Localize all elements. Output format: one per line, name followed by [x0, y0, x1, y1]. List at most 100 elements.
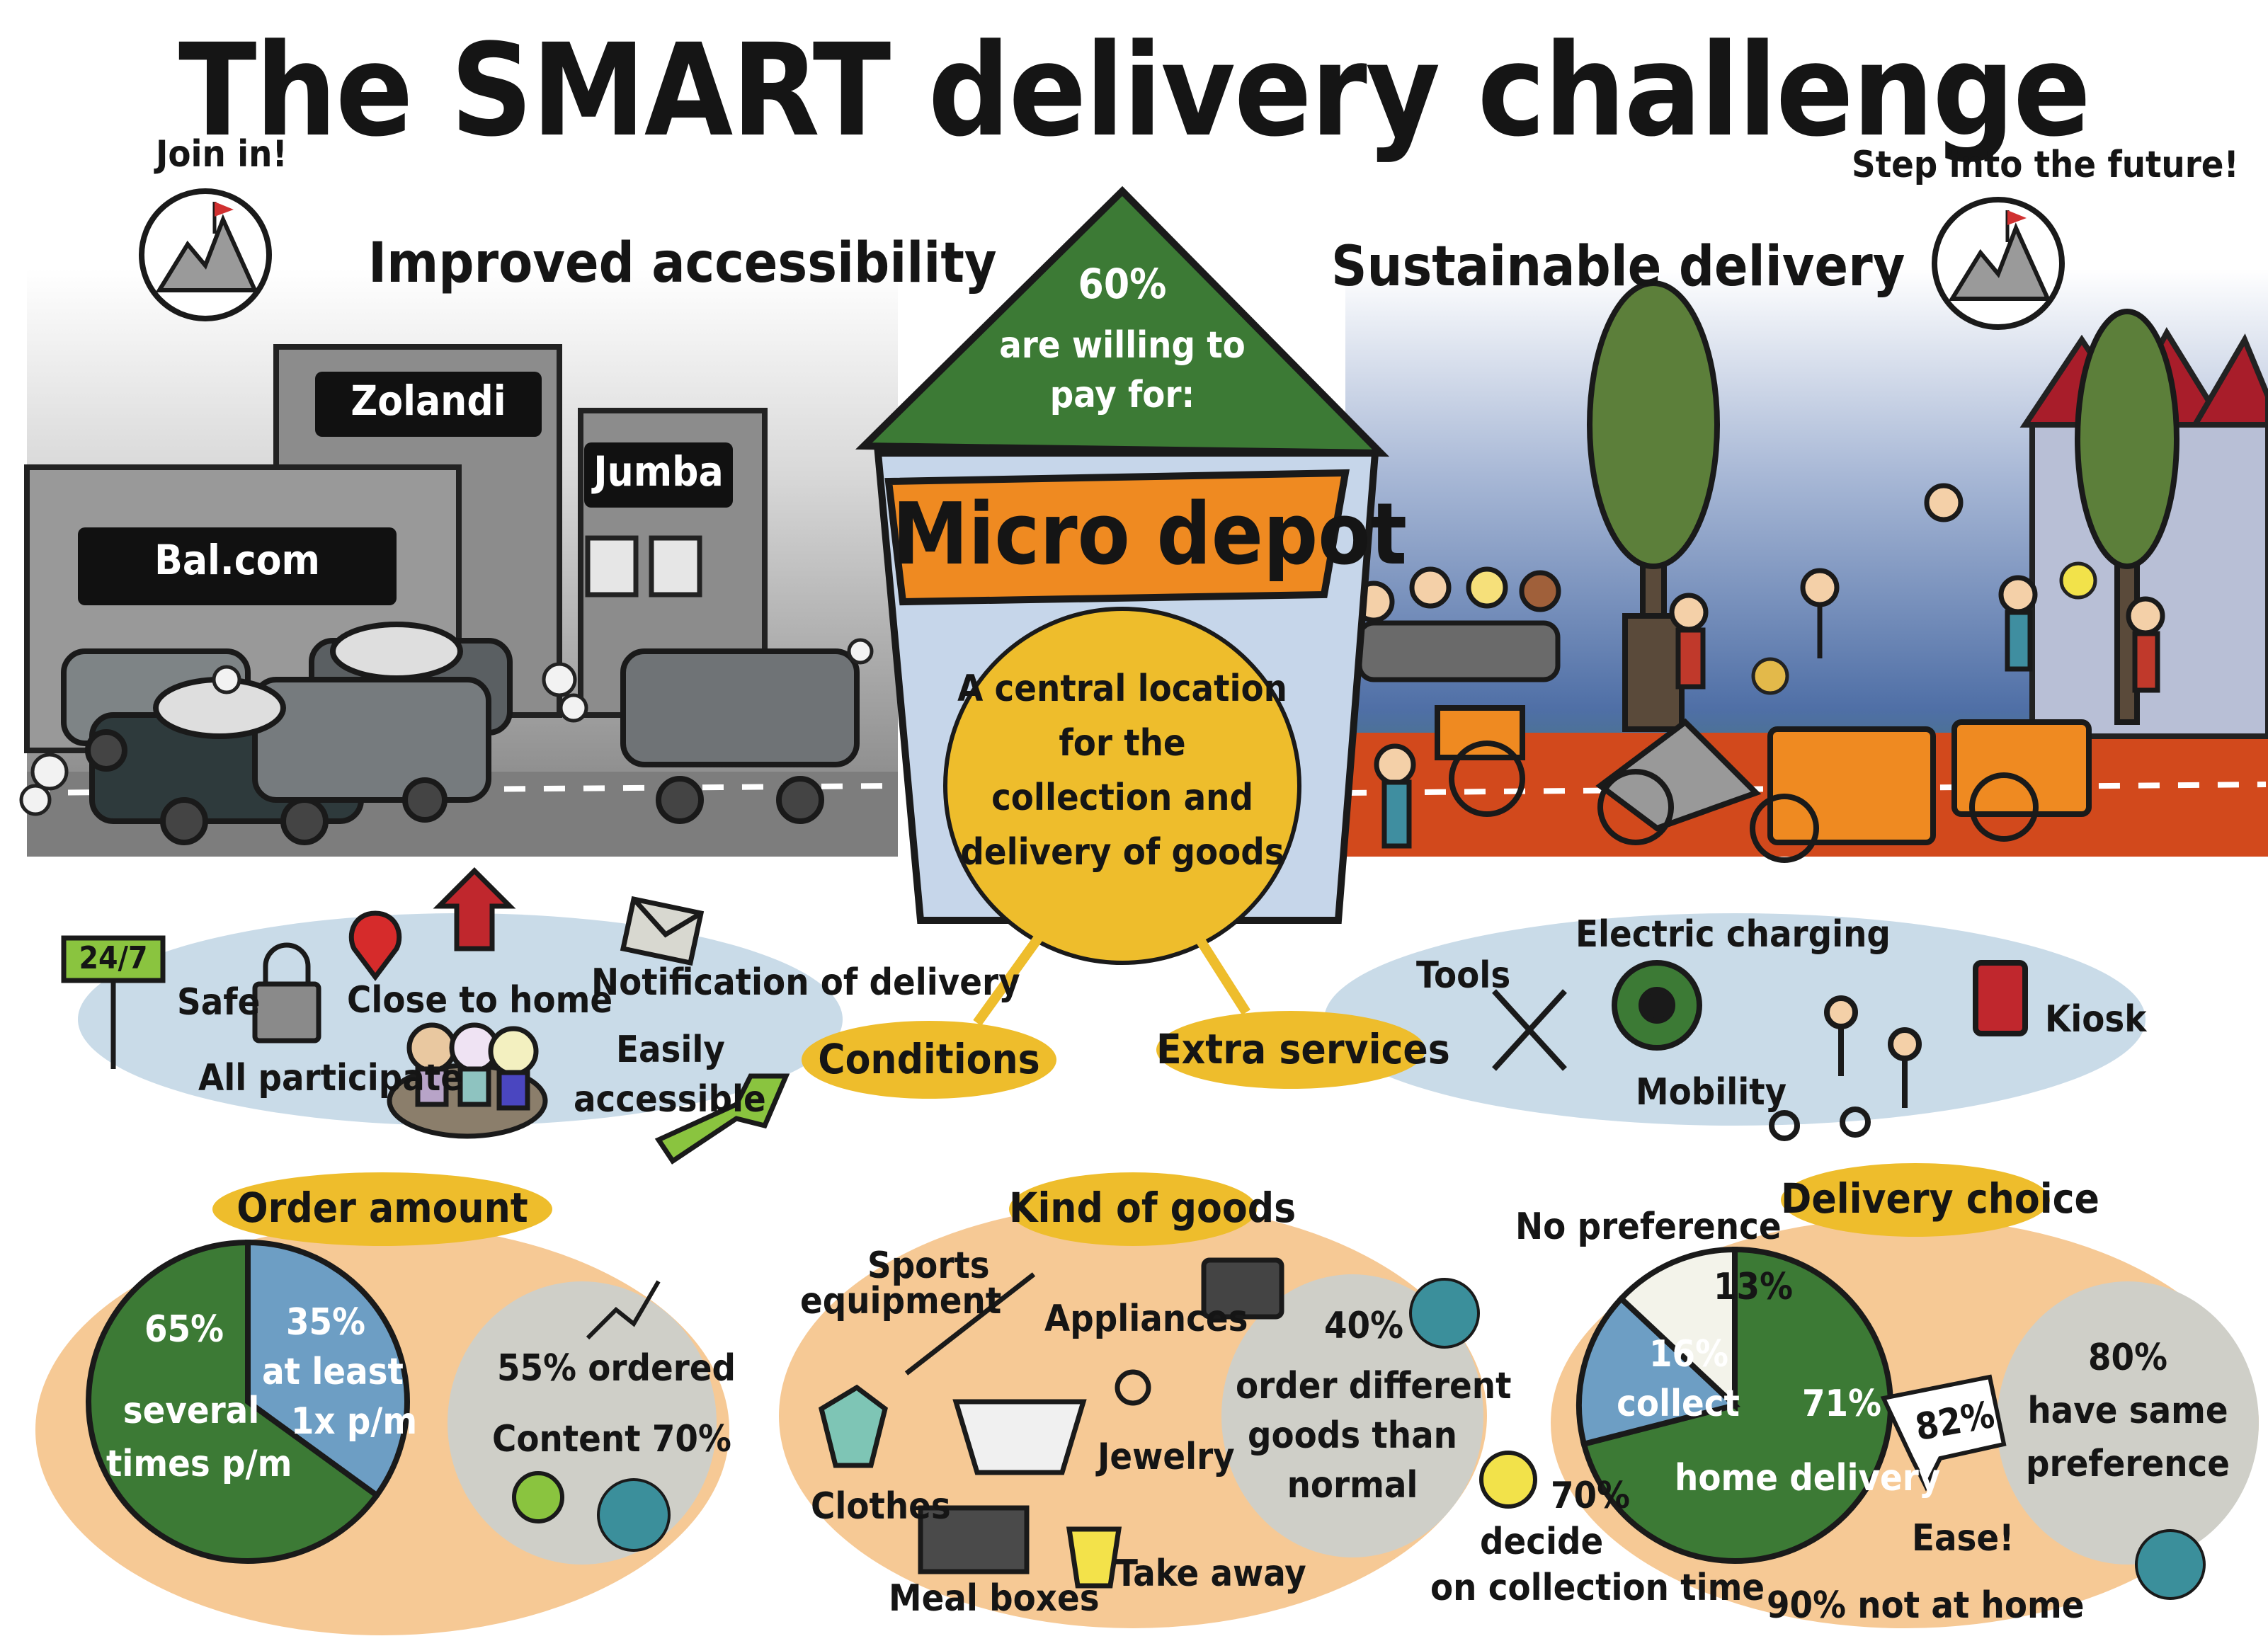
improved-accessibility-heading: Improved accessibility [368, 231, 997, 295]
condition-safe: Safe [177, 981, 261, 1024]
extra-services-label: Extra services [1156, 1025, 1450, 1073]
goods-jewelry: Jewelry [1098, 1436, 1235, 1478]
map-pin-icon [348, 910, 402, 981]
barbell-icon [904, 1272, 1036, 1376]
delivery-same-2: preference [2026, 1443, 2230, 1485]
order-amount-label: Order amount [237, 1184, 528, 1232]
sign-24-7 [61, 935, 166, 983]
goods-note-2: goods than [1248, 1414, 1457, 1457]
condition-all-participate: All participate [198, 1057, 463, 1099]
goods-sports: Sports [867, 1245, 990, 1287]
sign-bal [78, 527, 397, 605]
order-amount-pie [86, 1239, 410, 1564]
micro-depot-house [855, 185, 1390, 965]
delivery-choice-pill [1781, 1163, 2050, 1237]
pie-slice-no-preference [1617, 1246, 1738, 1412]
mobility-icon [1824, 995, 1858, 1029]
extra-services-pill [1156, 1011, 1425, 1089]
step-into-future-text: Step into the future! [1852, 144, 2239, 186]
smiley-icon [512, 1471, 564, 1523]
monitor-icon [1201, 1257, 1284, 1320]
order-several-line2: times p/m [106, 1443, 292, 1485]
pie-slice-at-least-1x-p-m [245, 1239, 410, 1499]
condition-close-to-home: Close to home [347, 979, 613, 1022]
takeaway-cup-icon [1066, 1526, 1122, 1589]
goods-appliances: Appliances [1044, 1298, 1248, 1340]
depot-percent: 60% [1078, 260, 1167, 308]
mountain-flag-icon-left [139, 188, 272, 321]
delivery-pct-home: 71% [1802, 1383, 1881, 1425]
tshirt-icon [818, 1384, 888, 1468]
delivery-decide-pct: 70% [1551, 1475, 1630, 1517]
clock-icon [1479, 1451, 1537, 1509]
delivery-not-at-home: 90% not at home [1767, 1584, 2085, 1627]
trees [1587, 280, 2179, 732]
goods-pct: 40% [1324, 1305, 1403, 1347]
delivery-ease: Ease! [1912, 1517, 2015, 1560]
delivery-same-pct: 80% [2088, 1337, 2167, 1379]
service-mobility: Mobility [1636, 1071, 1787, 1114]
sign-24-7-text: 24/7 [79, 940, 148, 976]
sign-zolandi [315, 372, 542, 437]
service-electric-charging: Electric charging [1575, 913, 1891, 956]
delivery-home: home delivery [1675, 1457, 1941, 1499]
order-pct-several: 65% [144, 1308, 224, 1351]
depot-roof [855, 185, 1390, 457]
depot-desc-2: for the [1059, 722, 1186, 765]
goods-info-bubble [1221, 1274, 1483, 1557]
home-arrow-icon [433, 867, 516, 951]
store-bal-com: Bal.com [154, 536, 320, 584]
padlock-icon [252, 981, 321, 1044]
services-icons [1492, 960, 2028, 1141]
condition-easily: Easily [616, 1029, 725, 1071]
kind-of-goods-label: Kind of goods [1009, 1184, 1297, 1232]
order-several-line1: several [122, 1390, 260, 1432]
traffic-jam [61, 622, 860, 845]
order-least-line2: 1x p/m [290, 1400, 418, 1443]
order-amount-pill [212, 1172, 552, 1246]
kiosk-cup-icon [1973, 960, 2028, 1036]
sustainable-delivery-heading: Sustainable delivery [1331, 235, 1905, 299]
delivery-same-1: have same [2027, 1390, 2228, 1432]
condition-notification: Notification of delivery [591, 961, 1020, 1004]
goods-icons [818, 1257, 1284, 1589]
depot-desc-4: delivery of goods [960, 831, 1284, 874]
mountain-flag-icon-right [1932, 197, 2065, 330]
delivery-no-preference: No preference [1515, 1206, 1782, 1248]
goods-note-3: normal [1287, 1464, 1418, 1506]
exhaust-smoke [19, 638, 874, 816]
pie-slice-several-times-p-m [86, 1239, 381, 1564]
delivery-collect: collect [1617, 1383, 1740, 1425]
conditions-area [78, 913, 843, 1126]
order-least-line1: at least [262, 1351, 404, 1393]
depot-name: Micro depot [892, 486, 1408, 584]
accessible-arrow-icon [654, 1073, 790, 1165]
green-city-scene [1345, 269, 2268, 863]
meal-box-icon [918, 1505, 1030, 1574]
goods-equipment: equipment [800, 1280, 1002, 1322]
kind-of-goods-pill [1009, 1172, 1257, 1246]
goods-note-1: order different [1236, 1365, 1512, 1407]
service-kiosk: Kiosk [2045, 998, 2147, 1041]
delivery-choice-pie [1576, 1246, 1893, 1564]
depot-desc-1: A central location [957, 668, 1287, 710]
basket-icon [952, 1399, 1087, 1475]
service-tools: Tools [1416, 954, 1511, 997]
goods-clothes: Clothes [811, 1485, 951, 1528]
join-in-text: Join in! [156, 133, 287, 176]
delivery-pct-no-pref: 13% [1714, 1266, 1793, 1308]
page-title: The SMART delivery challenge [178, 17, 2091, 165]
depot-description-circle [943, 607, 1301, 965]
delivery-decide-1: decide [1480, 1521, 1604, 1563]
trend-up-icon [586, 1280, 661, 1340]
sign-jumba [584, 442, 733, 508]
conditions-icons [61, 867, 790, 1165]
depot-willing-line1: are willing to [999, 324, 1246, 367]
conditions-pill [802, 1021, 1056, 1099]
extra-services-area [1324, 913, 2146, 1126]
grey-city-scene [19, 269, 898, 857]
goods-take-away: Take away [1115, 1553, 1306, 1595]
depot-desc-3: collection and [991, 777, 1253, 819]
